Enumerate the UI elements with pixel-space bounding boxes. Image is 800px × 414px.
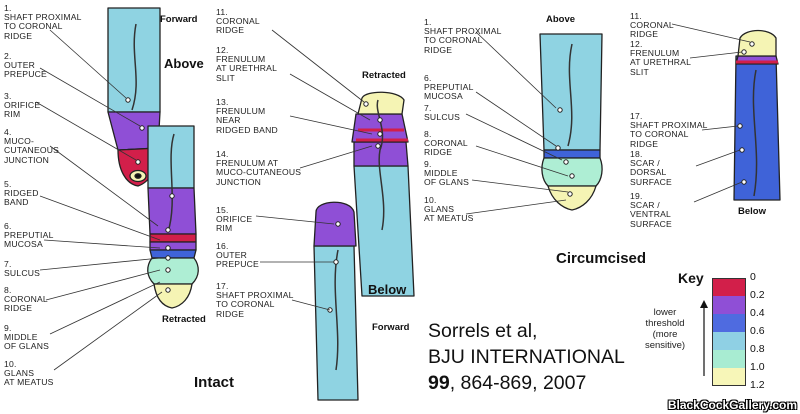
key-swatch [712, 332, 746, 350]
heading-retracted-left: Retracted [162, 314, 206, 325]
label-r18-scar-dorsal: 18. SCAR / DORSAL SURFACE [630, 149, 672, 187]
label-3-orifice-rim: 3. ORIFICE RIM [4, 91, 41, 120]
heading-below-mid: Below [368, 282, 407, 297]
label-12-frenulum-slit: 12. FRENULUM AT URETHRAL SLIT [216, 45, 278, 83]
circumcised-above-drawing [539, 33, 603, 211]
label-c10-glans-at-meatus: 10. GLANS AT MEATUS [424, 195, 474, 224]
label-7-sulcus: 7. SULCUS [4, 259, 41, 279]
label-c9-middle-of-glans: 9. MIDDLE OF GLANS [424, 159, 470, 188]
label-4-mucocutaneous: 4. MUCO- CUTANEOUS JUNCTION [4, 127, 60, 165]
label-r17-shaft-proximal: 17. SHAFT PROXIMAL TO CORONAL RIDGE [630, 111, 708, 149]
citation-journal: BJU INTERNATIONAL [428, 346, 625, 368]
label-15-orifice-rim: 15. ORIFICE RIM [216, 205, 253, 234]
label-11-coronal-ridge: 11. CORONAL RIDGE [216, 7, 260, 36]
heading-below-circ: Below [738, 206, 766, 217]
heading-retracted-mid: Retracted [362, 70, 406, 81]
citation-pages: , 864-869, 2007 [449, 372, 587, 394]
label-c1-shaft-proximal: 1. SHAFT PROXIMAL TO CORONAL RIDGE [424, 17, 502, 55]
key-arrow [700, 300, 708, 376]
sample-points [125, 41, 755, 313]
key-tick-label: 0.2 [750, 289, 765, 301]
label-16-outer-prepuce: 16. OUTER PREPUCE [216, 241, 259, 270]
heading-intact: Intact [194, 374, 235, 391]
label-17-shaft-proximal: 17. SHAFT PROXIMAL TO CORONAL RIDGE [216, 281, 294, 319]
key-swatch [712, 368, 746, 386]
label-10-glans-at-meatus: 10. GLANS AT MEATUS [4, 359, 54, 388]
watermark: BlackCockGallery.com [667, 398, 797, 412]
key-tick-label: 1.0 [750, 361, 765, 373]
key-swatch [712, 350, 746, 368]
citation-authors: Sorrels et al, [428, 320, 538, 342]
heading-above-circ: Above [546, 14, 576, 25]
label-r12-frenulum-slit: 12. FRENULUM AT URETHRAL SLIT [630, 39, 692, 77]
middle-retracted-drawing [351, 91, 415, 297]
circumcised-below-drawing [733, 29, 781, 201]
leader-lines [35, 23, 751, 371]
key-note: lower threshold (more sensitive) [644, 307, 686, 351]
label-13-frenulum-ridged: 13. FRENULUM NEAR RIDGED BAND [216, 97, 278, 135]
citation-volume: 99 [428, 372, 450, 394]
heading-forward-top: Forward [160, 14, 198, 25]
label-r11-coronal-ridge: 11. CORONAL RIDGE [630, 11, 674, 40]
label-1-shaft-proximal: 1. SHAFT PROXIMAL TO CORONAL RIDGE [4, 3, 82, 41]
label-c7-sulcus: 7. SULCUS [424, 103, 461, 123]
key-colorbar [712, 278, 746, 386]
label-5-ridged-band: 5. RIDGED BAND [4, 179, 39, 208]
key-tick-label: 0.4 [750, 307, 765, 319]
label-c8-coronal-ridge: 8. CORONAL RIDGE [424, 129, 468, 158]
label-8-coronal-ridge: 8. CORONAL RIDGE [4, 285, 48, 314]
key-swatch [712, 278, 746, 296]
label-r19-scar-ventral: 19. SCAR / VENTRAL SURFACE [630, 191, 672, 229]
label-c6-preputial-mucosa: 6. PREPUTIAL MUCOSA [424, 73, 474, 102]
key-tick-label: 0.8 [750, 343, 765, 355]
key-title: Key [678, 270, 704, 286]
key-swatch [712, 296, 746, 314]
label-2-outer-prepuce: 2. OUTER PREPUCE [4, 51, 47, 80]
citation-volume-line: 99, 864-869, 2007 [428, 372, 586, 395]
key-tick-label: 1.2 [750, 379, 765, 391]
heading-circumcised: Circumcised [556, 250, 647, 267]
heading-forward-mid: Forward [372, 322, 410, 333]
intact-retracted-drawing [147, 125, 199, 309]
label-9-middle-of-glans: 9. MIDDLE OF GLANS [4, 323, 50, 352]
middle-below-forward-drawing [313, 201, 359, 401]
label-14-frenulum-mucocutaneous: 14. FRENULUM AT MUCO-CUTANEOUS JUNCTION [216, 149, 302, 187]
heading-above-left: Above [164, 56, 204, 71]
key-swatch [712, 314, 746, 332]
key-tick-label: 0.6 [750, 325, 765, 337]
key-tick-label: 0 [750, 271, 756, 283]
label-6-preputial-mucosa: 6. PREPUTIAL MUCOSA [4, 221, 54, 250]
